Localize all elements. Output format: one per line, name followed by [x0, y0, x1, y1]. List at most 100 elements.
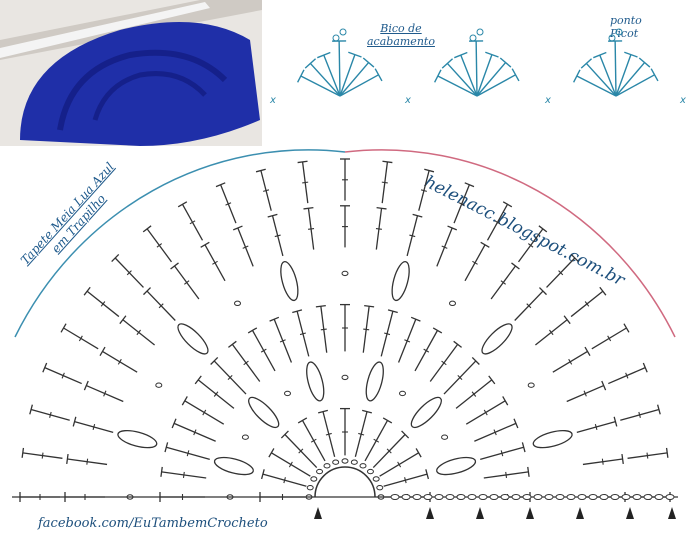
fan-stitch-top	[296, 69, 305, 83]
stitch-bar	[386, 448, 392, 454]
stitch-top	[181, 396, 188, 406]
stitch-top	[382, 417, 393, 424]
chain-x-mark: x	[679, 95, 686, 106]
bico-label: Bico de acabamento	[367, 22, 435, 48]
stitch-top	[228, 340, 237, 348]
stitch-top	[621, 453, 624, 465]
stitch-bar	[638, 411, 641, 418]
bico-line1: Bico de	[380, 22, 422, 35]
stitch-bar	[404, 477, 407, 484]
stitch-top	[464, 182, 475, 188]
chain-stitch	[399, 390, 406, 397]
fan-stitch	[323, 54, 341, 97]
stitch-bar	[358, 432, 365, 436]
stitch-top	[29, 404, 33, 415]
chain-stitch	[376, 484, 384, 491]
cluster-stitch	[248, 396, 280, 429]
chain-x-mark: x	[269, 95, 276, 106]
fan-stitch-top	[317, 51, 331, 59]
stitch-top	[415, 448, 422, 458]
stitch-top	[269, 316, 280, 322]
stitch-top	[111, 254, 120, 262]
chain-stitch	[632, 494, 642, 500]
fan-stitch	[475, 40, 478, 97]
stitch-top	[60, 323, 67, 333]
stitch-bar	[483, 409, 488, 416]
stitch-top	[453, 340, 462, 348]
fan-stitch	[585, 62, 617, 97]
stitch-bar	[274, 234, 281, 238]
chain-stitch	[226, 494, 234, 500]
fan-stitch-top	[433, 69, 442, 83]
stitch-top	[521, 442, 526, 453]
stitch-bar	[136, 329, 141, 336]
fan-stitch-top	[511, 68, 520, 82]
stitch-bar	[41, 452, 44, 459]
stitch-bar	[409, 234, 416, 238]
stitch-top	[601, 380, 607, 391]
stitch-bar	[494, 220, 501, 225]
start-marker-icon	[314, 507, 322, 519]
fan-stitch-top	[650, 68, 659, 82]
stitch-top	[447, 225, 458, 231]
stitch-top	[665, 447, 669, 458]
cluster-stitch	[213, 456, 254, 476]
stitch-top	[599, 286, 607, 296]
stitch-top	[570, 254, 579, 262]
stitch-bar	[500, 450, 504, 457]
chain-stitch	[467, 494, 477, 500]
stitch-top	[99, 346, 106, 357]
stitch-bar	[601, 458, 604, 465]
picot-line2: Picot	[610, 27, 639, 40]
stitch-bar	[526, 303, 532, 309]
stitch-bar	[260, 348, 267, 353]
chain-stitch	[323, 463, 331, 469]
chain-stitch	[359, 463, 367, 469]
chain-stitch	[533, 494, 543, 500]
chain-stitch	[155, 382, 163, 388]
stitch-bar	[100, 301, 106, 307]
stitch-bar	[308, 227, 315, 230]
chain-stitch	[372, 476, 380, 482]
cluster-stitch	[306, 361, 325, 402]
fan-stitch	[599, 54, 617, 97]
start-marker-icon	[476, 507, 484, 519]
stitch-top	[401, 430, 410, 439]
stitch-bar	[404, 339, 411, 343]
stitch-top	[267, 213, 278, 218]
fan-stitch	[615, 62, 646, 97]
stitch-top	[42, 362, 48, 373]
chain-stitch	[305, 494, 313, 500]
stitch-top	[376, 206, 387, 210]
stitch-bar	[126, 270, 132, 276]
stitch-bar	[61, 372, 65, 379]
stitch-bar	[186, 450, 190, 457]
chain-stitch	[555, 494, 565, 500]
fan-stitch-top	[374, 68, 383, 82]
stitch-bar	[310, 438, 317, 443]
stitch-top	[387, 309, 398, 314]
stitch-top	[613, 416, 618, 427]
cluster-stitch	[365, 361, 384, 402]
fan-stitch-top	[348, 51, 362, 58]
stitch-bar	[288, 461, 293, 468]
stitch-bar	[279, 339, 286, 343]
stitch-top	[280, 430, 289, 439]
stitch-top	[410, 316, 421, 322]
stitch-top	[247, 327, 258, 334]
stitch-bar	[549, 329, 554, 336]
fan-stitch	[615, 54, 632, 97]
stitch-top	[362, 409, 372, 414]
chain-stitch	[654, 494, 664, 500]
cluster-stitch	[280, 260, 299, 302]
fan-stitch	[309, 62, 341, 97]
stitch-top	[200, 241, 210, 248]
stitch-bar	[227, 374, 233, 381]
start-marker-icon	[668, 507, 676, 519]
chain-stitch	[588, 494, 598, 500]
chain-stitch	[423, 494, 433, 500]
stitch-top	[424, 168, 435, 173]
fan-stitch	[576, 75, 617, 97]
fan-stitch-top	[362, 57, 375, 68]
stitch-top	[657, 404, 661, 415]
